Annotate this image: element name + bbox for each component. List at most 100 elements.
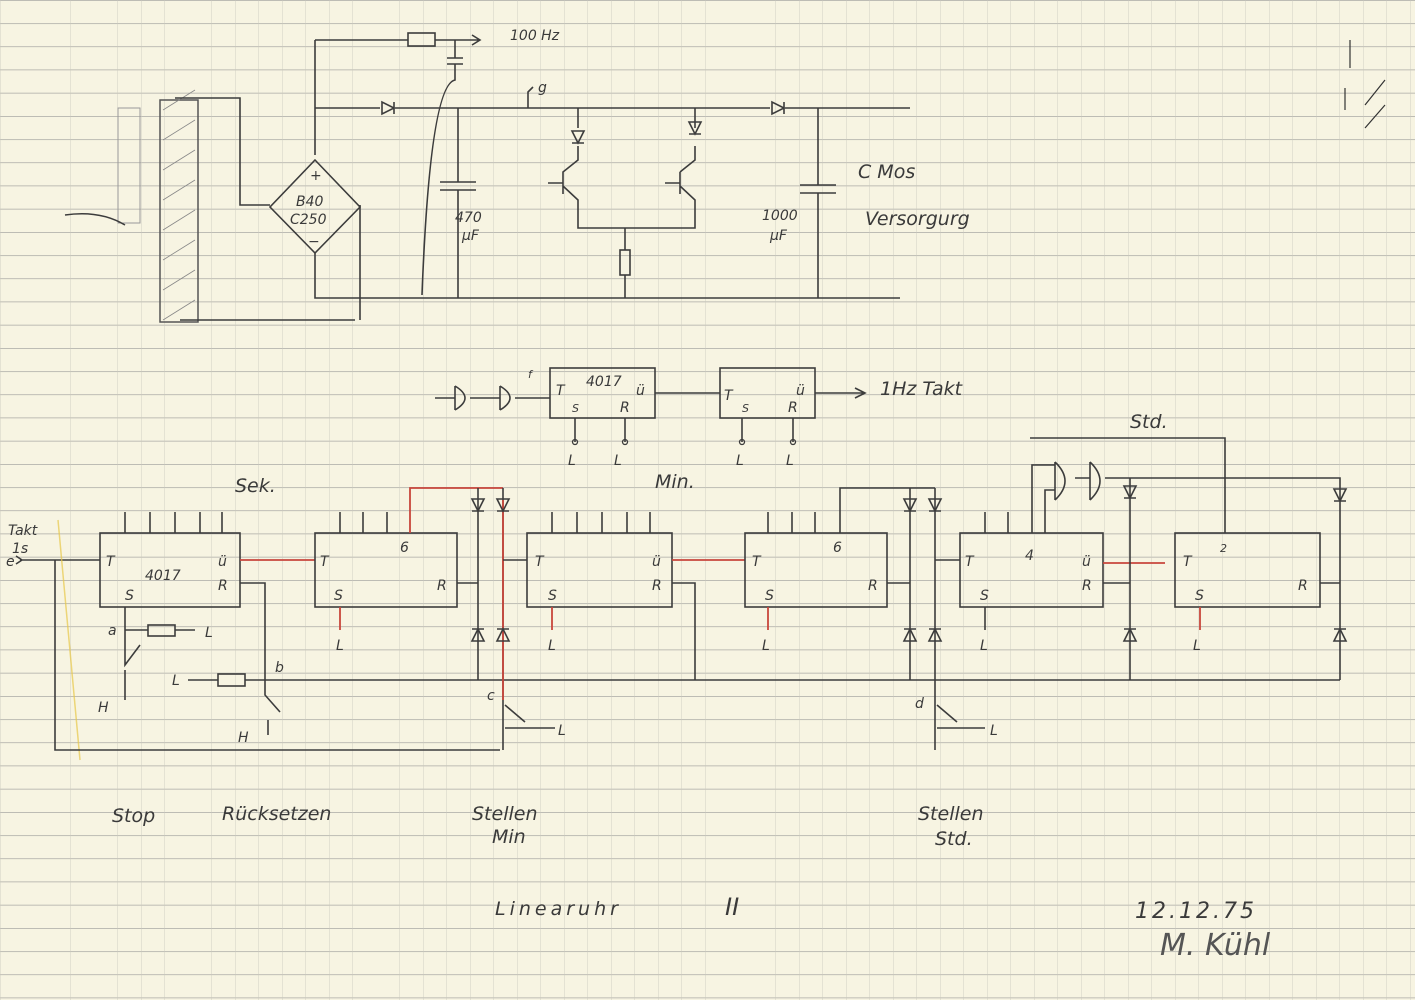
count-label: 2 bbox=[1220, 542, 1227, 555]
reset-switch bbox=[264, 680, 281, 735]
cap1-unit: µF bbox=[461, 228, 480, 244]
pin-label: T bbox=[320, 554, 330, 570]
pin-label: L bbox=[568, 453, 576, 469]
set-min-caption: Min bbox=[492, 826, 526, 848]
supply-title: Versorgurg bbox=[865, 208, 970, 230]
node-d-label: d bbox=[915, 696, 924, 712]
pin-label: T bbox=[556, 383, 566, 399]
bridge-type: B40 bbox=[296, 194, 324, 210]
arrow-icon bbox=[462, 34, 482, 46]
seconds-label: Sek. bbox=[235, 475, 276, 497]
node-g-label: g bbox=[538, 80, 547, 96]
input-node: e bbox=[6, 554, 15, 570]
set-min-caption: Stellen bbox=[472, 803, 538, 825]
pin-label: T bbox=[965, 554, 975, 570]
pin-label: L bbox=[980, 638, 988, 654]
diagram-numeral: II bbox=[725, 893, 739, 921]
pin-label: L bbox=[172, 673, 180, 689]
pin-label: T bbox=[1183, 554, 1193, 570]
hours-tens-chip bbox=[1174, 532, 1321, 608]
pin-label: T bbox=[535, 554, 545, 570]
pin-label: L bbox=[548, 638, 556, 654]
pin-label: L bbox=[786, 453, 794, 469]
seconds-chip-4017 bbox=[99, 532, 241, 608]
input-label: 1s bbox=[12, 541, 28, 557]
pin-label: R bbox=[652, 578, 662, 594]
stop-caption: Stop bbox=[112, 805, 155, 827]
pin-label: ü bbox=[796, 383, 805, 399]
pin-label: L bbox=[558, 723, 566, 739]
cap2-value: 1000 bbox=[762, 208, 798, 224]
set-min-switch bbox=[504, 704, 555, 729]
hours-label: Std. bbox=[1130, 411, 1168, 433]
pin-label: T bbox=[724, 388, 734, 404]
pin-label: R bbox=[1298, 578, 1308, 594]
clock-divider: f T 4017 ü S R T S ü R 1Hz Takt L L L L bbox=[435, 367, 964, 469]
chip-label: 4017 bbox=[145, 568, 181, 584]
pin-label: T bbox=[752, 554, 762, 570]
and-gates bbox=[1030, 437, 1341, 680]
gate-icon bbox=[499, 385, 511, 411]
pin-label: S bbox=[125, 588, 134, 604]
pin-label: R bbox=[620, 400, 630, 416]
minutes-chip bbox=[526, 532, 673, 608]
pin-label: S bbox=[980, 588, 989, 604]
minutes-tens-chip bbox=[744, 532, 888, 608]
pin-label: R bbox=[868, 578, 878, 594]
cap2-unit: µF bbox=[769, 228, 788, 244]
pin-label: R bbox=[788, 400, 798, 416]
input-label: Takt bbox=[8, 523, 38, 539]
coupling-capacitor bbox=[421, 40, 463, 296]
pin-label: ü bbox=[1082, 554, 1091, 570]
resistor-icon bbox=[619, 249, 631, 276]
supply-title: C Mos bbox=[858, 161, 915, 183]
count-label: 6 bbox=[400, 540, 409, 556]
set-hour-switch bbox=[936, 704, 985, 729]
pin-label: ü bbox=[218, 554, 227, 570]
node-c-label: c bbox=[487, 688, 495, 704]
pin-label: L bbox=[1193, 638, 1201, 654]
pin-label: L bbox=[736, 453, 744, 469]
pin-label: ü bbox=[636, 383, 645, 399]
pin-label: L bbox=[762, 638, 770, 654]
pin-label: S bbox=[548, 588, 557, 604]
output-label: 1Hz Takt bbox=[880, 378, 964, 400]
pin-label: L bbox=[336, 638, 344, 654]
pin-label: ü bbox=[652, 554, 661, 570]
node-f-label: f bbox=[528, 368, 534, 381]
gate-icon bbox=[454, 385, 466, 411]
pin-label: L bbox=[990, 723, 998, 739]
pin-label: S bbox=[1195, 588, 1204, 604]
resistor-icon bbox=[147, 624, 176, 637]
freq-output-label: 100 Hz bbox=[510, 28, 560, 44]
minutes-label: Min. bbox=[655, 471, 695, 493]
chip-label: 4017 bbox=[586, 374, 622, 390]
pin-label: L bbox=[205, 625, 213, 641]
date-label: 12.12.75 bbox=[1135, 899, 1257, 924]
node-a-label: a bbox=[108, 623, 117, 639]
pin-label: R bbox=[218, 578, 228, 594]
captions: Stop Rücksetzen Stellen Min Stellen Std.… bbox=[112, 803, 1271, 963]
count-label: 4 bbox=[1025, 548, 1034, 564]
pin-label: R bbox=[1082, 578, 1092, 594]
bridge-plus: + bbox=[310, 168, 322, 184]
node-b-label: b bbox=[275, 660, 284, 676]
pin-label: L bbox=[614, 453, 622, 469]
set-hour-caption: Std. bbox=[935, 828, 973, 850]
pin-label: S bbox=[765, 588, 774, 604]
reset-caption: Rücksetzen bbox=[222, 803, 331, 825]
bridge-minus: − bbox=[308, 234, 320, 250]
diagram-title: Linearuhr bbox=[495, 898, 622, 920]
pin-label: T bbox=[106, 554, 116, 570]
transistor-pair bbox=[548, 108, 696, 229]
capacitor-icon bbox=[800, 108, 836, 298]
signature: M. Kühl bbox=[1160, 928, 1271, 963]
set-hour-caption: Stellen bbox=[918, 803, 984, 825]
resistor-icon bbox=[217, 673, 246, 687]
seconds-tens-chip bbox=[314, 532, 458, 608]
pin-label: S bbox=[572, 402, 579, 415]
counter-chain: Takt 1s e Sek. Min. Std. T 4017 ü R S a … bbox=[6, 411, 1347, 761]
arrow-icon bbox=[815, 387, 867, 399]
pin-label: H bbox=[98, 700, 109, 716]
